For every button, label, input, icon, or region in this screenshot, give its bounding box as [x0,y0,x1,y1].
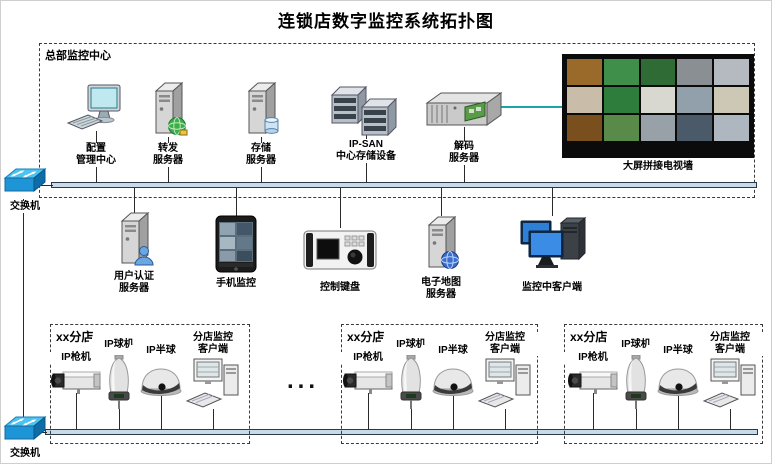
videowall-grid [567,59,749,141]
switch-icon [3,167,47,201]
device-label: IP枪机 [338,352,398,364]
halfdome-camera-icon [139,367,183,397]
connector-line [411,406,412,430]
dome-camera-icon [619,355,653,409]
connector-line [340,188,341,228]
phone-icon [215,215,257,273]
config-workstation-icon [66,83,126,141]
videowall-feed-tile [567,87,602,113]
device-label: IP半球 [648,345,708,357]
emap-server-icon [421,215,461,273]
more-branches-ellipsis: ... [286,367,319,394]
device-label: 用户认证 服务器 [94,271,174,295]
videowall-feed-tile [603,87,639,113]
connector-line [636,406,637,430]
videowall-feed-tile [603,115,639,141]
connector-line [236,188,237,216]
connector-line [505,409,506,430]
videowall-feed-tile [677,87,713,113]
videowall-feed-tile [567,59,602,85]
device-label: IP枪机 [46,352,106,364]
bullet-camera-icon [49,365,103,397]
videowall-feed-tile [567,115,602,141]
device-label: IP枪机 [563,352,623,364]
connector-line [33,185,53,186]
videowall-feed-tile [677,59,713,85]
switch-icon [3,415,47,449]
videowall-feed-tile [640,87,676,113]
device-label: 转发 服务器 [128,143,208,167]
branch-title: xx分店 [568,328,610,345]
device-label: 手机监控 [196,278,276,290]
connector-line [593,393,594,430]
branch-box [341,324,538,444]
videowall-feed-tile [603,59,639,85]
videowall-feed-tile [714,87,749,113]
branch-client-icon [477,357,533,411]
switch-label: 交换机 [1,201,49,213]
halfdome-camera-icon [431,367,475,397]
switch-trunk-line [23,199,24,417]
videowall-feed-tile [640,59,676,85]
backbone-bus-top [51,182,757,188]
device-label: 监控中客户端 [512,282,592,294]
connector-line [730,409,731,430]
switch-label: 交换机 [1,448,49,460]
branch-box [564,324,763,444]
dome-camera-icon [102,355,136,409]
videowall-feed-tile [714,59,749,85]
device-label: IP半球 [131,345,191,357]
diagram-title: 连锁店数字监控系统拓扑图 [278,12,494,31]
connector-line [678,393,679,430]
videowall-feed-tile [640,115,676,141]
branch-box [50,324,250,444]
device-label: 分店监控 客户端 [696,332,764,356]
auth-server-icon [114,211,154,269]
decoder-server-icon [425,91,503,131]
branch-client-icon [185,357,241,411]
device-label: 解码 服务器 [424,141,504,165]
ipsan-storage-icon [330,85,402,137]
device-label: 分店监控 客户端 [179,332,247,356]
halfdome-camera-icon [656,367,700,397]
hq-box-label: 总部监控中心 [43,47,113,63]
branch-title: xx分店 [345,328,387,345]
videowall [562,54,754,158]
connector-line [76,393,77,430]
branch-title: xx分店 [54,328,96,345]
videowall-feed-tile [714,115,749,141]
device-label: 控制键盘 [300,282,380,294]
connector-line [213,409,214,430]
storage-server-icon [241,81,281,139]
branch-client-icon [702,357,758,411]
device-label: IP半球 [423,345,483,357]
videowall-feed-tile [677,115,713,141]
videowall-label: 大屏拼接电视墙 [578,161,738,173]
forward-server-icon [148,81,188,139]
device-label: IP-SAN 中心存储设备 [318,139,414,163]
connector-line [441,188,442,216]
control-keyboard-icon [303,227,377,273]
connector-line [161,393,162,430]
connector-line [453,393,454,430]
device-label: 电子地图 服务器 [401,277,481,301]
client-pc-icon [517,215,587,273]
device-label: 分店监控 客户端 [471,332,539,356]
device-label: 存储 服务器 [221,143,301,167]
bullet-camera-icon [341,365,395,397]
connector-line [552,188,553,216]
connector-line [119,406,120,430]
hq-box [39,43,755,198]
device-label: 配置 管理中心 [56,143,136,167]
bullet-camera-icon [566,365,620,397]
decoder-videowall-link [501,106,562,108]
connector-line [368,393,369,430]
connector-line [134,188,135,213]
dome-camera-icon [394,355,428,409]
